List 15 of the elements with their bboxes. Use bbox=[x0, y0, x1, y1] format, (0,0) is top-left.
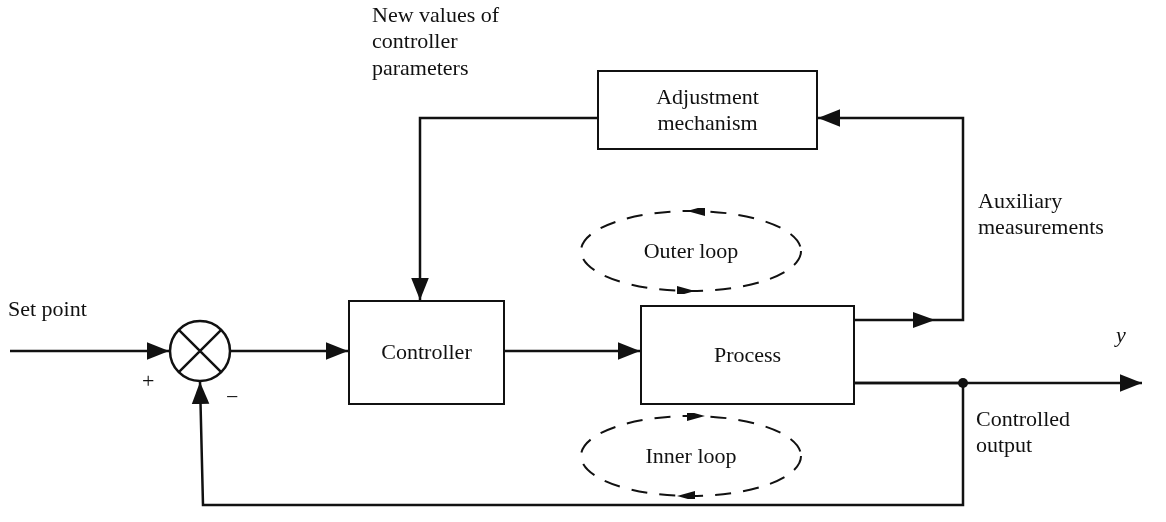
input-label: Set point bbox=[8, 296, 87, 323]
signal-label: New values of controller parameters bbox=[372, 2, 501, 82]
output-label: Controlled output bbox=[976, 406, 1072, 459]
sign-label: − bbox=[226, 384, 239, 411]
loop-label: Outer loop bbox=[643, 237, 739, 265]
block-label: Process bbox=[713, 341, 782, 369]
loop-label: Inner loop bbox=[645, 442, 737, 470]
sign-label: + bbox=[142, 368, 155, 395]
adjustment-block bbox=[597, 70, 818, 150]
block-label: Controller bbox=[381, 339, 472, 366]
signal-label: Auxiliary measurements bbox=[978, 188, 1105, 241]
block-label: Adjustment mechanism bbox=[655, 83, 760, 137]
signal-symbol: y bbox=[1116, 322, 1126, 349]
controller-block bbox=[348, 300, 505, 405]
process-block bbox=[640, 305, 855, 405]
